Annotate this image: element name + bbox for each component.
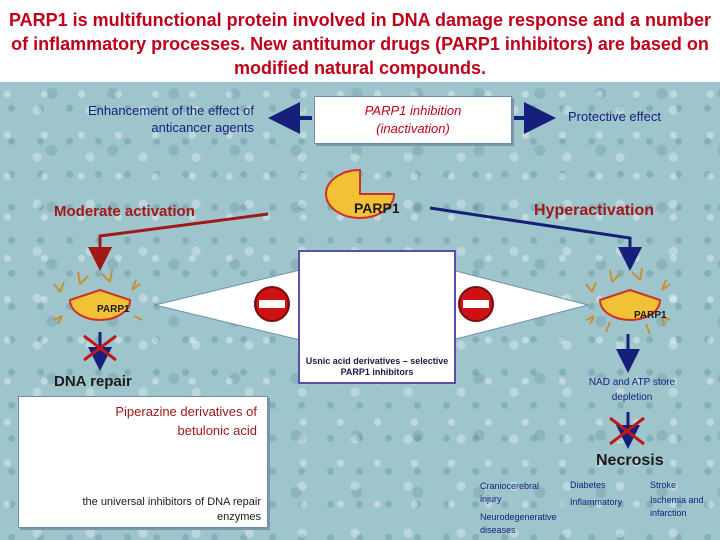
arrow-hyper: [429, 206, 642, 271]
parp1-inhibition-label: PARP1 inhibition (inactivation): [364, 103, 462, 136]
parp1-enzyme-top-icon: [325, 168, 396, 219]
disease-neurodegenerative: Neurodegenerative diseases: [480, 512, 557, 535]
parp1-right-label: PARP1: [634, 310, 667, 321]
usnic-acid-label: Usnic acid derivatives – selective PARP1…: [305, 356, 449, 377]
stop-sign-icon: [458, 286, 494, 322]
arrow-moderate: [88, 212, 269, 271]
disease-stroke: Stroke: [650, 480, 677, 490]
parp1-top-label: PARP1: [354, 200, 400, 216]
slide-title: PARP1 is multifunctional protein involve…: [8, 10, 712, 78]
parp1-left-label: PARP1: [97, 304, 130, 315]
disease-craniocerebral: Craniocerebral injury: [480, 481, 540, 504]
protective-effect-text: Protective effect: [568, 109, 661, 124]
piperazine-panel: Piperazine derivatives of betulonic acid…: [18, 396, 268, 528]
parp1-enzyme-right-icon: [585, 267, 671, 335]
necrosis-label: Necrosis: [596, 452, 664, 469]
moderate-activation-label: Moderate activation: [54, 203, 195, 220]
enhancement-text: Enhancement of the effect of anticancer …: [88, 103, 254, 135]
disease-inflammatory: Inflammatory: [570, 497, 623, 507]
parp1-enzyme-left-icon: [53, 269, 143, 325]
disease-ischemia: Ischemia and infarction: [650, 495, 704, 518]
universal-inhibitors-text: the universal inhibitors of DNA repair e…: [82, 496, 261, 523]
blocked-cross-icon: [609, 416, 645, 446]
dna-repair-label: DNA repair: [54, 373, 132, 390]
usnic-acid-box: Usnic acid derivatives – selective PARP1…: [298, 250, 456, 384]
piperazine-label: Piperazine derivatives of betulonic acid: [115, 404, 257, 438]
blocked-cross-icon: [83, 334, 117, 362]
nad-atp-text: NAD and ATP store depletion: [588, 377, 676, 403]
stop-sign-icon: [254, 286, 290, 322]
parp1-inhibition-box: PARP1 inhibition (inactivation): [314, 96, 512, 144]
disease-diabetes: Diabetes: [570, 480, 606, 490]
hyperactivation-label: Hyperactivation: [534, 202, 655, 219]
